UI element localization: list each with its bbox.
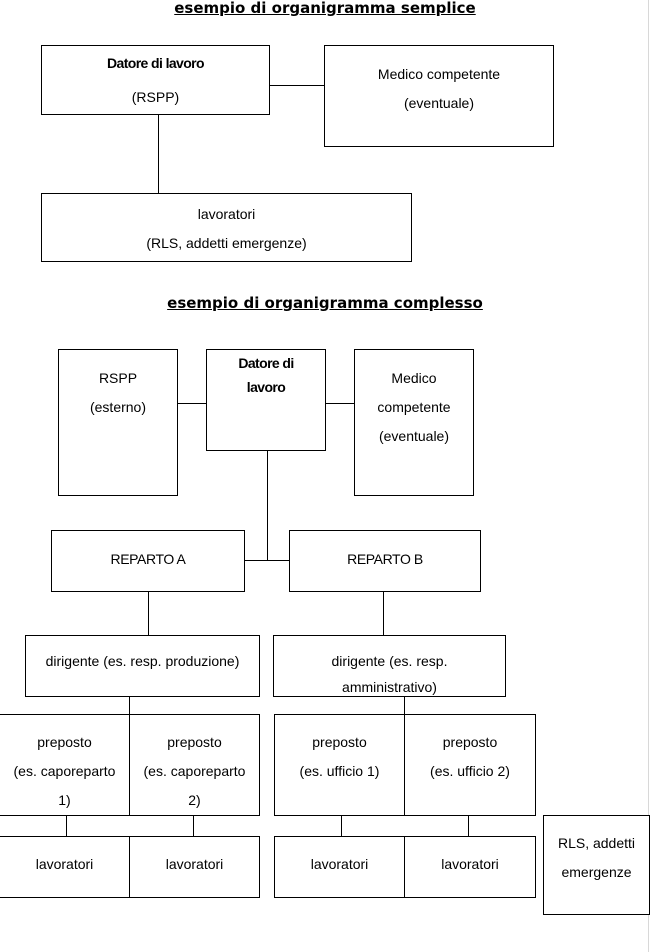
complex-doctor-label-1: Medico (391, 370, 437, 386)
connector-employer-doctor (270, 85, 324, 86)
complex-employer-label-2: lavoro (246, 379, 286, 395)
workers-box-1: lavoratori (0, 836, 130, 898)
simple-chart-title: esempio di organigramma semplice (174, 0, 476, 17)
connector-manager-a-supervisors (129, 697, 130, 715)
complex-doctor-label-2: competente (377, 399, 451, 415)
connector-manager-b-supervisors (404, 697, 405, 715)
manager-a-box: dirigente (es. resp. produzione) (25, 635, 260, 697)
workers-2-label: lavoratori (165, 856, 224, 872)
connector-supervisor-1-workers (66, 816, 67, 836)
workers-1-label: lavoratori (35, 856, 94, 872)
complex-chart-title: esempio di organigramma complesso (167, 294, 483, 312)
supervisor-3-label-2: (es. ufficio 1) (299, 763, 380, 779)
workers-box-3: lavoratori (274, 836, 405, 898)
supervisor-4-label-2: (es. ufficio 2) (430, 763, 510, 779)
simple-doctor-label: Medico competente (377, 66, 501, 82)
supervisor-2-label-3: 2) (188, 792, 201, 808)
supervisor-box-4: preposto (es. ufficio 2) (404, 714, 536, 816)
workers-3-label: lavoratori (310, 856, 369, 872)
complex-employer-label-1: Datore di (238, 355, 294, 371)
simple-doctor-sub: (eventuale) (403, 95, 475, 111)
dept-b-box: REPARTO B (289, 530, 481, 592)
rls-label-2: emergenze (561, 864, 632, 880)
supervisor-2-label-2: (es. caporeparto (143, 763, 246, 779)
connector-employer-doctor-2 (326, 403, 354, 404)
supervisor-3-label-1: preposto (312, 734, 367, 750)
rls-label-1: RLS, addetti (557, 835, 636, 851)
connector-employer-workers (158, 115, 159, 193)
dept-a-box: REPARTO A (51, 530, 245, 592)
supervisor-box-2: preposto (es. caporeparto 2) (129, 714, 260, 816)
simple-workers-label: lavoratori (197, 206, 256, 222)
simple-workers-sub: (RLS, addetti emergenze) (146, 235, 307, 251)
supervisor-box-3: preposto (es. ufficio 1) (274, 714, 405, 816)
complex-doctor-box: Medico competente (eventuale) (354, 349, 474, 496)
supervisor-4-label-1: preposto (442, 734, 498, 750)
simple-employer-box: Datore di lavoro (RSPP) (41, 45, 270, 115)
simple-doctor-box: Medico competente (eventuale) (324, 45, 554, 147)
supervisor-2-label-1: preposto (167, 734, 222, 750)
complex-rspp-box: RSPP (esterno) (58, 349, 178, 496)
workers-box-4: lavoratori (404, 836, 536, 898)
connector-supervisor-3-workers (341, 816, 342, 836)
supervisor-box-1: preposto (es. caporeparto 1) (0, 714, 130, 816)
rls-box: RLS, addetti emergenze (543, 815, 650, 915)
connector-dept-b-manager (383, 592, 384, 635)
connector-supervisor-4-workers (468, 816, 469, 836)
workers-box-2: lavoratori (129, 836, 260, 898)
manager-a-label: dirigente (es. resp. produzione) (45, 653, 240, 669)
supervisor-1-label-3: 1) (58, 792, 71, 808)
supervisor-1-label-1: preposto (37, 734, 92, 750)
connector-supervisor-2-workers (193, 816, 194, 836)
page-edge (648, 0, 649, 952)
complex-rspp-sub: (esterno) (89, 399, 147, 415)
workers-4-label: lavoratori (441, 856, 499, 872)
connector-departments (245, 560, 289, 561)
simple-employer-sub: (RSPP) (131, 89, 180, 105)
complex-employer-box: Datore di lavoro (206, 349, 326, 451)
dept-b-label: REPARTO B (347, 551, 423, 567)
dept-a-label: REPARTO A (110, 551, 186, 567)
simple-workers-box: lavoratori (RLS, addetti emergenze) (41, 193, 412, 262)
supervisor-1-label-2: (es. caporeparto (13, 763, 116, 779)
connector-dept-a-manager (148, 592, 149, 635)
complex-rspp-label: RSPP (98, 370, 138, 386)
manager-b-label-1: dirigente (es. resp. (331, 653, 448, 669)
simple-employer-label: Datore di lavoro (107, 55, 205, 71)
connector-rspp-employer (178, 403, 206, 404)
complex-doctor-label-3: (eventuale) (378, 428, 450, 444)
manager-b-box: dirigente (es. resp. amministrativo) (273, 635, 506, 697)
manager-b-label-2: amministrativo) (342, 679, 437, 695)
connector-employer-departments (267, 451, 268, 560)
